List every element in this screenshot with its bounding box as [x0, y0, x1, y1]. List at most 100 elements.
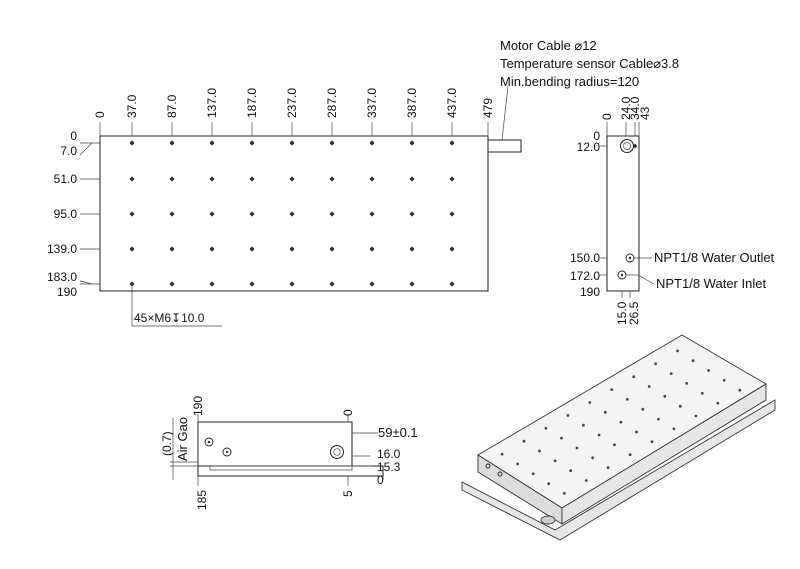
mounting-hole	[449, 246, 455, 252]
cable-port-icon	[620, 139, 634, 153]
top-x-dim-2: 87.0	[165, 94, 179, 118]
mounting-hole	[169, 140, 175, 146]
mounting-hole	[249, 140, 255, 146]
iso-mounting-hole	[678, 404, 682, 408]
isometric-view	[461, 334, 776, 541]
iso-mounting-hole	[663, 394, 667, 398]
mounting-hole	[329, 211, 335, 217]
mounting-hole	[289, 211, 295, 217]
mounting-hole	[209, 176, 215, 182]
iso-mounting-hole	[707, 369, 710, 372]
cable-note-motor: Motor Cable ⌀12	[500, 38, 597, 53]
iso-mounting-hole	[597, 433, 601, 437]
mounting-hole	[409, 176, 415, 182]
top-view: 0 37.0 87.0 137.0 187.0 237.0 287.0 337.…	[47, 85, 522, 327]
mounting-hole	[329, 281, 335, 287]
iso-mounting-hole	[553, 459, 557, 463]
end-view-base	[197, 465, 384, 477]
mounting-hole	[409, 211, 415, 217]
iso-mounting-hole	[669, 372, 673, 375]
top-x-dim-3: 137.0	[205, 88, 219, 118]
mounting-hole	[449, 176, 455, 182]
mounting-hole	[329, 140, 335, 146]
iso-mounting-hole	[716, 401, 720, 405]
mounting-hole	[129, 211, 135, 217]
top-x-dim-10: 479	[481, 98, 495, 118]
end-right-dim-3: 0	[377, 473, 384, 487]
mounting-hole	[289, 176, 295, 182]
iso-body-right	[561, 383, 767, 525]
mounting-hole	[369, 246, 375, 252]
cable-note-bending: Min.bending radius=120	[500, 74, 639, 89]
mounting-hole	[369, 140, 375, 146]
iso-mounting-hole	[650, 440, 654, 444]
end-view-body	[197, 421, 353, 467]
top-y-dim-1: 7.0	[60, 144, 77, 158]
mounting-hole	[209, 140, 215, 146]
mounting-hole	[369, 176, 375, 182]
mounting-hole	[369, 211, 375, 217]
top-x-dim-1: 37.0	[125, 94, 139, 118]
mounting-hole	[249, 211, 255, 217]
end-bottom-dim-0: 185	[195, 490, 209, 510]
end-bottom-dim-1: 5	[341, 490, 355, 497]
end-right-dim-1: 16.0	[377, 447, 401, 461]
top-x-dim-7: 337.0	[365, 88, 379, 118]
top-y-dim-0: 0	[70, 129, 77, 143]
mounting-hole	[449, 281, 455, 287]
mounting-hole	[289, 140, 295, 146]
mounting-hole	[129, 246, 135, 252]
top-x-dim-5: 237.0	[285, 88, 299, 118]
top-x-dim-0: 0	[93, 111, 107, 118]
iso-mounting-hole	[566, 414, 570, 417]
cable-notes: Motor Cable ⌀12 Temperature sensor Cable…	[500, 38, 679, 89]
mounting-hole	[129, 176, 135, 182]
top-view-hole-grid	[129, 140, 455, 287]
end-top-dim-0: 190	[191, 396, 205, 416]
iso-mounting-hole	[560, 436, 563, 440]
iso-mounting-hole	[606, 466, 610, 469]
mounting-hole	[409, 140, 415, 146]
hole-spec-note: 45×M6↧10.0	[134, 311, 205, 325]
iso-mounting-hole	[562, 492, 566, 495]
top-x-dim-8: 387.0	[405, 88, 419, 118]
mounting-hole	[249, 246, 255, 252]
mounting-hole	[209, 281, 215, 287]
iso-mounting-hole	[694, 414, 698, 418]
end-port-1-icon	[204, 437, 214, 447]
cable-stub	[487, 139, 522, 153]
mounting-hole	[409, 246, 415, 252]
iso-mounting-hole	[544, 426, 548, 430]
side-left-dim-1: 12.0	[577, 140, 601, 154]
iso-mounting-hole	[672, 427, 676, 431]
mounting-hole	[129, 140, 135, 146]
mounting-hole	[409, 281, 415, 287]
iso-mounting-hole	[603, 410, 607, 414]
side-top-dim-1: 24.0	[619, 96, 633, 120]
iso-mounting-hole	[635, 430, 638, 434]
iso-mounting-hole	[722, 378, 726, 382]
mounting-hole	[329, 246, 335, 252]
iso-mounting-hole	[628, 453, 632, 457]
side-view-body	[606, 135, 640, 292]
mounting-hole	[289, 246, 295, 252]
side-bottom-dim-1: 26.5	[627, 301, 641, 325]
iso-mounting-hole	[657, 417, 660, 421]
cable-note-sensor: Temperature sensor Cable⌀3.8	[500, 56, 679, 71]
mounting-hole	[289, 281, 295, 287]
side-left-dim-0: 0	[593, 129, 600, 143]
iso-mounting-hole	[625, 398, 629, 401]
iso-mounting-hole	[547, 482, 551, 485]
side-left-dim-4: 190	[580, 285, 600, 299]
iso-mounting-hole	[691, 359, 695, 363]
iso-mounting-hole	[582, 423, 585, 427]
side-top-dim-2: 34.0	[628, 96, 642, 120]
end-port-2-icon	[222, 447, 232, 457]
iso-mounting-hole	[647, 385, 651, 388]
top-y-dim-6: 190	[57, 285, 77, 299]
side-top-dim-0: 0	[600, 113, 614, 120]
mounting-hole	[249, 281, 255, 287]
mounting-hole	[169, 176, 175, 182]
top-view-plate	[99, 135, 489, 292]
